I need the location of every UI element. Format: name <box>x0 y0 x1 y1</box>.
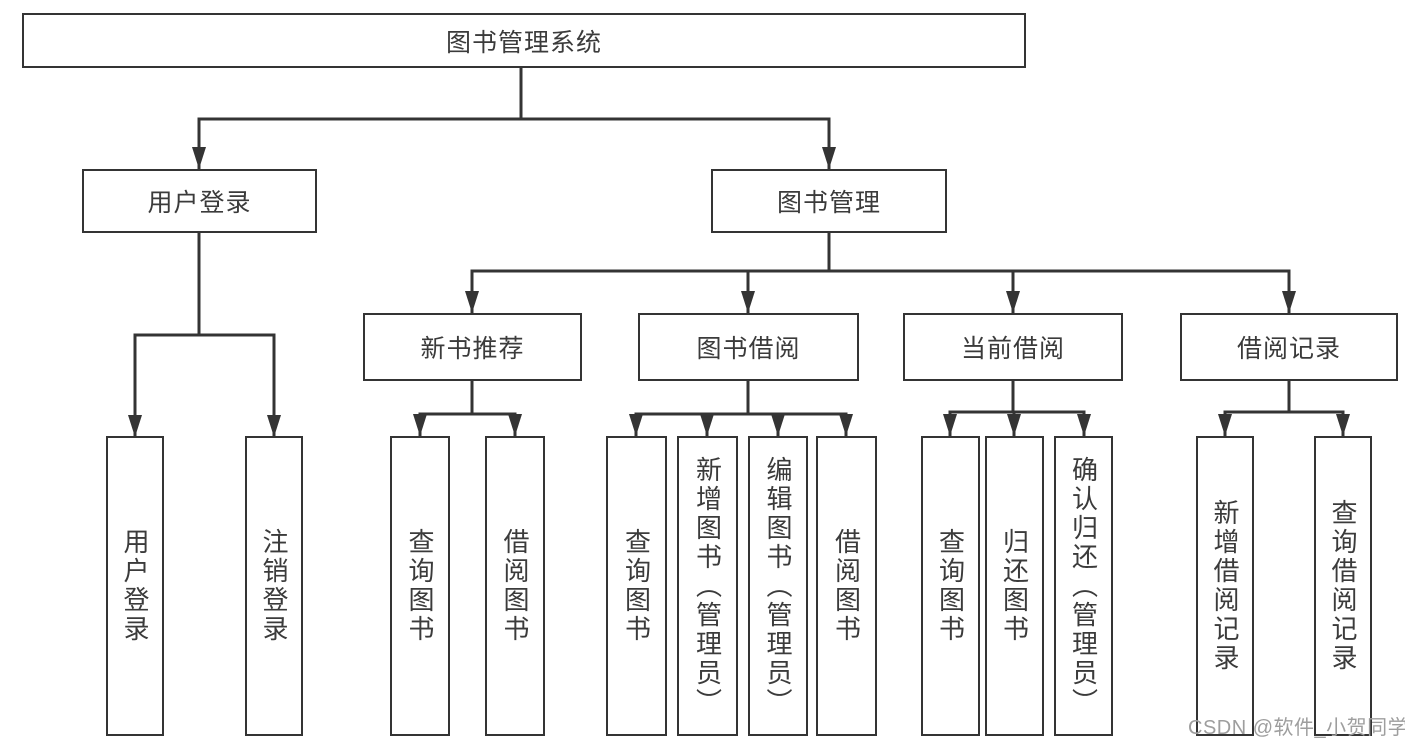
arrow-down-icon <box>192 147 206 169</box>
node-leaf-return-books: 归还图书 <box>985 436 1044 736</box>
arrow-down-icon <box>1006 291 1020 313</box>
node-current-borrow: 当前借阅 <box>903 313 1123 381</box>
node-leaf-query-books-current: 查询图书 <box>921 436 980 736</box>
connector-root-branch <box>197 66 831 169</box>
connector-recommend-branch <box>418 381 517 436</box>
arrowhead-icons <box>128 147 1350 437</box>
node-borrow-records: 借阅记录 <box>1180 313 1398 381</box>
node-leaf-borrow-books: 借阅图书 <box>816 436 877 736</box>
node-new-book-recommend: 新书推荐 <box>363 313 582 381</box>
arrow-down-icon <box>839 414 853 436</box>
arrow-down-icon <box>1077 414 1091 436</box>
arrow-down-icon <box>700 414 714 436</box>
connector-user-login-branch <box>133 233 276 437</box>
arrow-down-icon <box>943 414 957 436</box>
arrow-down-icon <box>741 291 755 313</box>
arrow-down-icon <box>128 415 142 437</box>
connector-current-branch <box>948 381 1086 436</box>
node-leaf-query-borrow-record: 查询借阅记录 <box>1314 436 1372 736</box>
connector-records-branch <box>1223 381 1345 436</box>
node-book-borrow: 图书借阅 <box>638 313 859 381</box>
arrow-down-icon <box>1336 414 1350 436</box>
node-library-system: 图书管理系统 <box>22 13 1026 68</box>
node-leaf-user-login: 用户登录 <box>106 436 164 736</box>
node-leaf-query-books-recommend: 查询图书 <box>390 436 450 736</box>
arrow-down-icon <box>1007 414 1021 436</box>
node-book-management: 图书管理 <box>711 169 947 233</box>
arrow-down-icon <box>1218 414 1232 436</box>
node-leaf-edit-books-admin: 编辑图书（管理员） <box>748 436 808 736</box>
arrow-down-icon <box>508 414 522 436</box>
arrow-down-icon <box>1282 291 1296 313</box>
arrow-down-icon <box>413 414 427 436</box>
arrow-down-icon <box>629 414 643 436</box>
node-leaf-confirm-return-admin: 确认归还（管理员） <box>1054 436 1113 736</box>
arrow-down-icon <box>465 291 479 313</box>
watermark: CSDN @软件_小贺同学 <box>1188 717 1405 739</box>
node-leaf-add-borrow-record: 新增借阅记录 <box>1196 436 1254 736</box>
node-leaf-query-books-borrow: 查询图书 <box>606 436 667 736</box>
connector-borrow-branch <box>634 381 848 436</box>
arrow-down-icon <box>771 414 785 436</box>
arrow-down-icon <box>267 415 281 437</box>
arrow-down-icon <box>822 147 836 169</box>
node-user-login: 用户登录 <box>82 169 317 233</box>
connector-book-mgmt-branch <box>470 233 1291 313</box>
node-leaf-logout: 注销登录 <box>245 436 303 736</box>
node-leaf-borrow-books-recommend: 借阅图书 <box>485 436 545 736</box>
node-leaf-add-books-admin: 新增图书（管理员） <box>677 436 738 736</box>
